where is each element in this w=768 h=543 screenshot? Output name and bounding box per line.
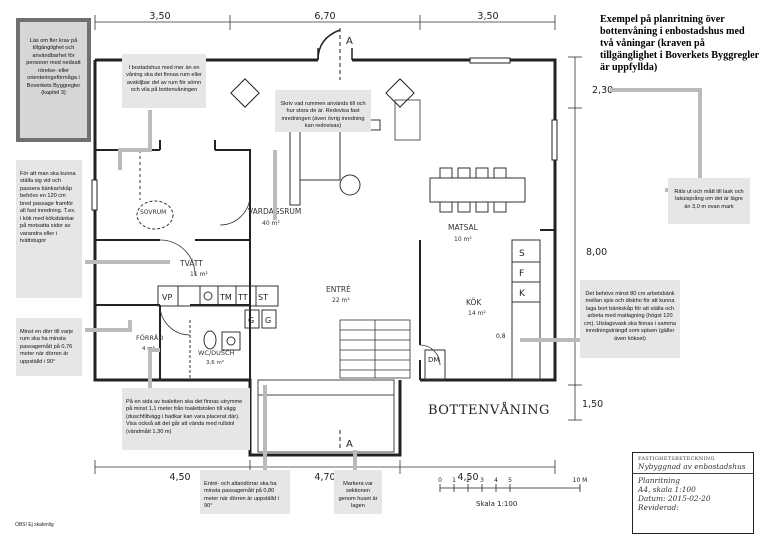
note-living-room: Skriv vad rummen används till och hur st…: [275, 90, 371, 132]
room-living-area: 40 m²: [262, 220, 280, 227]
note-requirements-text: Läs om fler krav på tillgänglighet och a…: [26, 37, 81, 97]
dimension-lines: [94, 15, 582, 474]
cabinet-1: G: [248, 316, 254, 325]
room-kitchen-name: KÖK: [466, 298, 482, 307]
dishwasher-label: DM: [428, 356, 439, 364]
dim-right-3: 1,50: [582, 399, 603, 410]
dim-bottom-3: 4,50: [457, 472, 478, 483]
kitchen-freezer-label: K: [519, 289, 526, 299]
scale-tick-0: 0: [438, 477, 442, 484]
note-section: Markera var sektionen genom huset är lag…: [334, 470, 382, 514]
note-railing: Räls ut och mått till lask och lakuisprå…: [668, 178, 750, 224]
bedroom-wardrobe: [136, 150, 174, 230]
round-table: [339, 174, 361, 196]
note-railing-text: Räls ut och mått till lask och lakuisprå…: [674, 188, 744, 210]
stairs: [339, 319, 411, 379]
fixture-tt: TT: [237, 293, 248, 302]
garden-door: [317, 29, 353, 61]
note-doors-text: Minst en dörr till varje rum ska ha mins…: [20, 328, 74, 365]
terrace-outline: [257, 379, 395, 453]
cabinets: [244, 309, 277, 329]
room-laundry-area: 11 m²: [190, 271, 208, 278]
note-requirements: Läs om fler krav på tillgänglighet och a…: [16, 18, 91, 142]
cabinet-2: G: [265, 316, 271, 325]
title-block-line2: Planritning: [638, 476, 680, 486]
note-passage-text: För att man ska kunna ställa sig vid och…: [20, 170, 76, 245]
dim-top-1: 3,50: [149, 11, 170, 22]
section-marker-top: A: [346, 36, 353, 47]
fixture-tm: TM: [219, 293, 232, 302]
wc-fixtures: [189, 320, 241, 380]
room-entry-area: 22 m²: [332, 297, 350, 304]
note-entrance: Entré- och altandörrar ska ha minsta pas…: [200, 470, 290, 514]
dim-top-3: 3,50: [477, 11, 498, 22]
note-entrance-text: Entré- och altandörrar ska ha minsta pas…: [204, 480, 279, 510]
kitchen-dim-label: 0,8: [496, 333, 506, 340]
scale-bar: 0 1 2 3 4 5 10 M Skala 1:100: [438, 477, 587, 508]
scale-tick-2: 2: [466, 477, 470, 484]
title-block: FASTIGHETSBETECKNING Nybyggnad av enbost…: [632, 452, 754, 534]
scale-label: Skala 1:100: [476, 500, 517, 508]
note-doors: Minst en dörr till varje rum ska ha mins…: [16, 318, 82, 376]
room-wc-area: 3,6 m²: [206, 359, 224, 366]
note-kitchen: Det behövs minst 80 cm arbetsbänk mellan…: [580, 280, 680, 358]
note-passage: För att man ska kunna ställa sig vid och…: [16, 160, 82, 298]
dim-top-2: 6,70: [314, 11, 335, 22]
fixture-st: ST: [258, 293, 268, 302]
kitchen-sink-label: S: [519, 249, 525, 259]
dim-bottom-2: 4,70: [314, 472, 335, 483]
sofa: [289, 119, 381, 206]
dim-right-1: 2,30: [592, 85, 613, 96]
note-section-text: Markera var sektionen genom huset är lag…: [338, 480, 378, 510]
room-dining-area: 10 m²: [454, 236, 472, 243]
fireplace: [394, 99, 421, 141]
kitchen-counter: [424, 239, 541, 381]
note-wc: På en sida av toaletten ska det finnas u…: [122, 388, 250, 450]
title-block-line3: A4, skala 1:100: [638, 485, 696, 495]
scale-tick-4: 4: [494, 477, 498, 484]
note-kitchen-text: Det behövs minst 80 cm arbetsbänk mellan…: [584, 290, 677, 342]
scale-tick-1: 1: [452, 477, 456, 484]
room-wc-name: WC/DUSCH: [198, 349, 235, 357]
note-bedroom: I bostadshus med mer än en våning ska de…: [122, 54, 206, 108]
room-dining-name: MATSAL: [448, 223, 479, 232]
room-laundry-name: TVÄTT: [179, 259, 203, 268]
dim-bottom-1: 4,50: [169, 472, 190, 483]
dining-table: [429, 167, 526, 213]
scale-tick-10: 10 M: [573, 477, 588, 484]
kitchen-fridge-label: F: [519, 269, 524, 279]
dim-right-2: 8,00: [586, 247, 607, 258]
title-block-heading: FASTIGHETSBETECKNING: [638, 456, 715, 462]
scale-tick-3: 3: [480, 477, 484, 484]
door-swings: [159, 194, 441, 366]
title-block-divider: [633, 473, 753, 475]
title-block-line5: Reviderad:: [638, 503, 679, 513]
title-block-line1: Nybyggnad av enbostadshus: [638, 462, 746, 472]
footer-note: OBS! Ej skalenlig: [15, 522, 54, 528]
fixture-vp: VP: [162, 293, 172, 302]
laundry-counter: [157, 285, 279, 307]
floor-label: BOTTENVÅNING: [428, 402, 550, 418]
page-title: Exempel på planritning över bottenvåning…: [600, 14, 759, 74]
note-wc-text: På en sida av toaletten ska det finnas u…: [126, 398, 243, 435]
room-storage-name: FÖRRÅD: [136, 333, 163, 342]
room-bedroom-name: SOVRUM: [140, 209, 166, 216]
scale-tick-5: 5: [508, 477, 512, 484]
room-kitchen-area: 14 m²: [468, 310, 486, 317]
section-marker-bottom: A: [346, 439, 353, 450]
title-block-line4: Datum: 2015-02-20: [638, 494, 711, 504]
room-entry-name: ENTRÉ: [326, 285, 351, 294]
note-living-room-text: Skriv vad rummen används till och hur st…: [280, 100, 366, 130]
note-bedroom-text: I bostadshus med mer än en våning ska de…: [126, 64, 202, 94]
